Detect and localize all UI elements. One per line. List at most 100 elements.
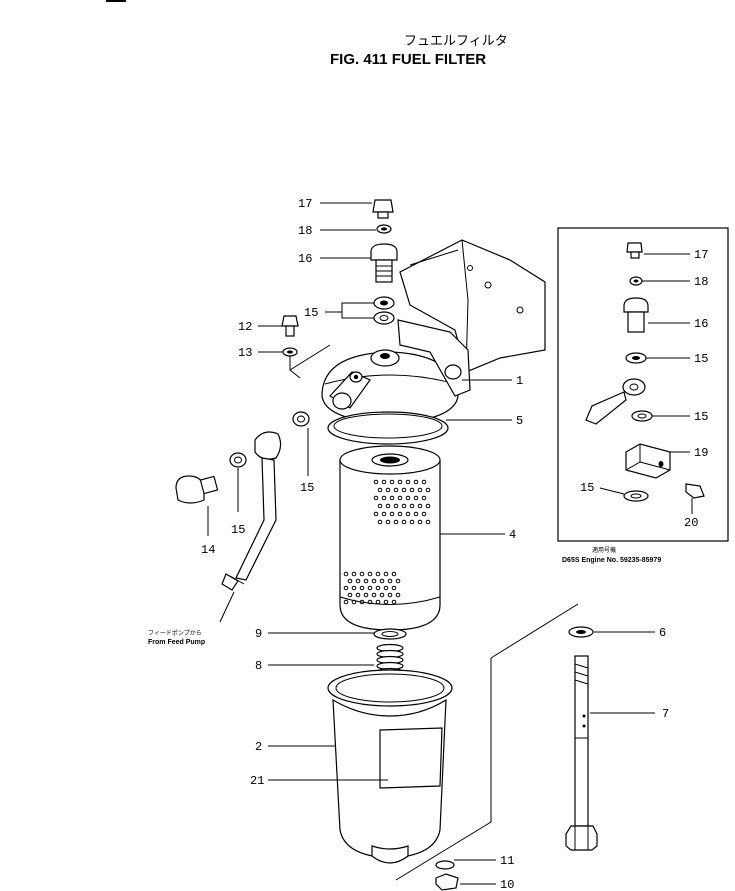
washers-15-top: [373, 296, 395, 325]
washer-15-right: [292, 411, 310, 427]
inset-labels: 17 18 16 15 15 19 15 20: [580, 248, 708, 530]
inset-callout-19: 19: [694, 446, 708, 460]
gasket-5: [327, 411, 449, 445]
callout-9: 9: [255, 627, 262, 641]
perforation-hole: [393, 487, 399, 493]
perforation-hole: [351, 571, 357, 577]
perforation-hole: [425, 487, 431, 493]
perforation-hole: [417, 487, 423, 493]
callout-18: 18: [298, 224, 312, 238]
callout-10: 10: [500, 878, 514, 891]
perforation-hole: [397, 495, 403, 501]
washer-13: [282, 347, 298, 357]
perforation-hole: [363, 592, 369, 598]
washer-18: [376, 224, 392, 234]
perforation-hole: [367, 585, 373, 591]
perforation-hole: [381, 511, 387, 517]
perforation-hole: [367, 599, 373, 605]
perforation-hole: [391, 571, 397, 577]
perforation-hole: [401, 487, 407, 493]
bolt-12: [281, 315, 299, 337]
inset-callout-17: 17: [694, 248, 708, 262]
perforation-hole: [375, 585, 381, 591]
inset-callout-15-b: 15: [694, 410, 708, 424]
feed-pump-caption-jp: フィードポンプから: [148, 629, 202, 637]
perforation-hole: [425, 503, 431, 509]
perforation-hole: [343, 571, 349, 577]
perforation-hole: [421, 495, 427, 501]
perforation-hole: [385, 503, 391, 509]
perforation-hole: [351, 599, 357, 605]
perforation-hole: [391, 599, 397, 605]
perforation-hole: [383, 599, 389, 605]
perforation-hole: [405, 479, 411, 485]
perforation-hole: [397, 479, 403, 485]
inset-callout-18: 18: [694, 275, 708, 289]
callout-15-left: 15: [231, 523, 245, 537]
perforation-hole: [405, 511, 411, 517]
perforation-hole: [409, 519, 415, 525]
perforation-hole: [383, 571, 389, 577]
perforation-hole: [373, 479, 379, 485]
callout-12: 12: [238, 320, 252, 334]
perforation-hole: [409, 487, 415, 493]
washer-15-left: [229, 452, 247, 468]
callout-6: 6: [659, 626, 666, 640]
callout-5: 5: [516, 414, 523, 428]
filter-element: [339, 445, 441, 631]
o-ring-9: [373, 628, 407, 640]
callout-15-top: 15: [304, 306, 318, 320]
perforation-hole: [371, 578, 377, 584]
perforation-hole: [389, 479, 395, 485]
perforation-hole: [343, 599, 349, 605]
perforation-hole: [425, 519, 431, 525]
perforation-hole: [417, 519, 423, 525]
callout-13: 13: [238, 346, 252, 360]
perforation-hole: [383, 585, 389, 591]
perforation-hole: [359, 599, 365, 605]
perforation-hole: [389, 511, 395, 517]
perforation-hole: [385, 487, 391, 493]
plug-14: [175, 475, 219, 504]
inset-caption-jp: 適用号機: [592, 546, 616, 554]
perforation-hole: [381, 495, 387, 501]
perforation-hole: [377, 519, 383, 525]
callout-4: 4: [509, 528, 516, 542]
perforation-hole: [355, 592, 361, 598]
leader-lines: [207, 202, 655, 885]
inset-callout-15-c: 15: [580, 481, 594, 495]
perforation-hole: [373, 495, 379, 501]
callout-15-right: 15: [300, 481, 314, 495]
callout-labels: 17 18 16 15 12 13 1 5 15 15 14 4 9 8 6 7…: [201, 197, 669, 891]
inset-panel: [557, 227, 729, 542]
perforation-hole: [387, 592, 393, 598]
callout-1: 1: [516, 374, 523, 388]
callout-7: 7: [662, 707, 669, 721]
perforation-hole: [391, 585, 397, 591]
perforation-hole: [385, 519, 391, 525]
banjo-bolt-16: [370, 243, 398, 283]
perforation-hole: [413, 511, 419, 517]
perforation-hole: [355, 578, 361, 584]
perforation-hole: [421, 511, 427, 517]
bolt-17: [372, 199, 394, 219]
callout-16: 16: [298, 252, 312, 266]
perforation-hole: [393, 519, 399, 525]
perforation-hole: [377, 503, 383, 509]
perforation-hole: [405, 495, 411, 501]
callout-8: 8: [255, 659, 262, 673]
drain-plug: [435, 860, 459, 891]
inset-callout-15-a: 15: [694, 352, 708, 366]
perforation-hole: [359, 585, 365, 591]
perforation-hole: [421, 479, 427, 485]
callout-11: 11: [500, 854, 514, 868]
perforation-hole: [413, 479, 419, 485]
perforation-hole: [387, 578, 393, 584]
perforation-hole: [359, 571, 365, 577]
center-bolt: [565, 626, 598, 851]
perforation-hole: [393, 503, 399, 509]
callout-17: 17: [298, 197, 312, 211]
mounting-bracket: [399, 239, 546, 373]
filter-bowl: [327, 669, 453, 864]
callout-14: 14: [201, 543, 215, 557]
